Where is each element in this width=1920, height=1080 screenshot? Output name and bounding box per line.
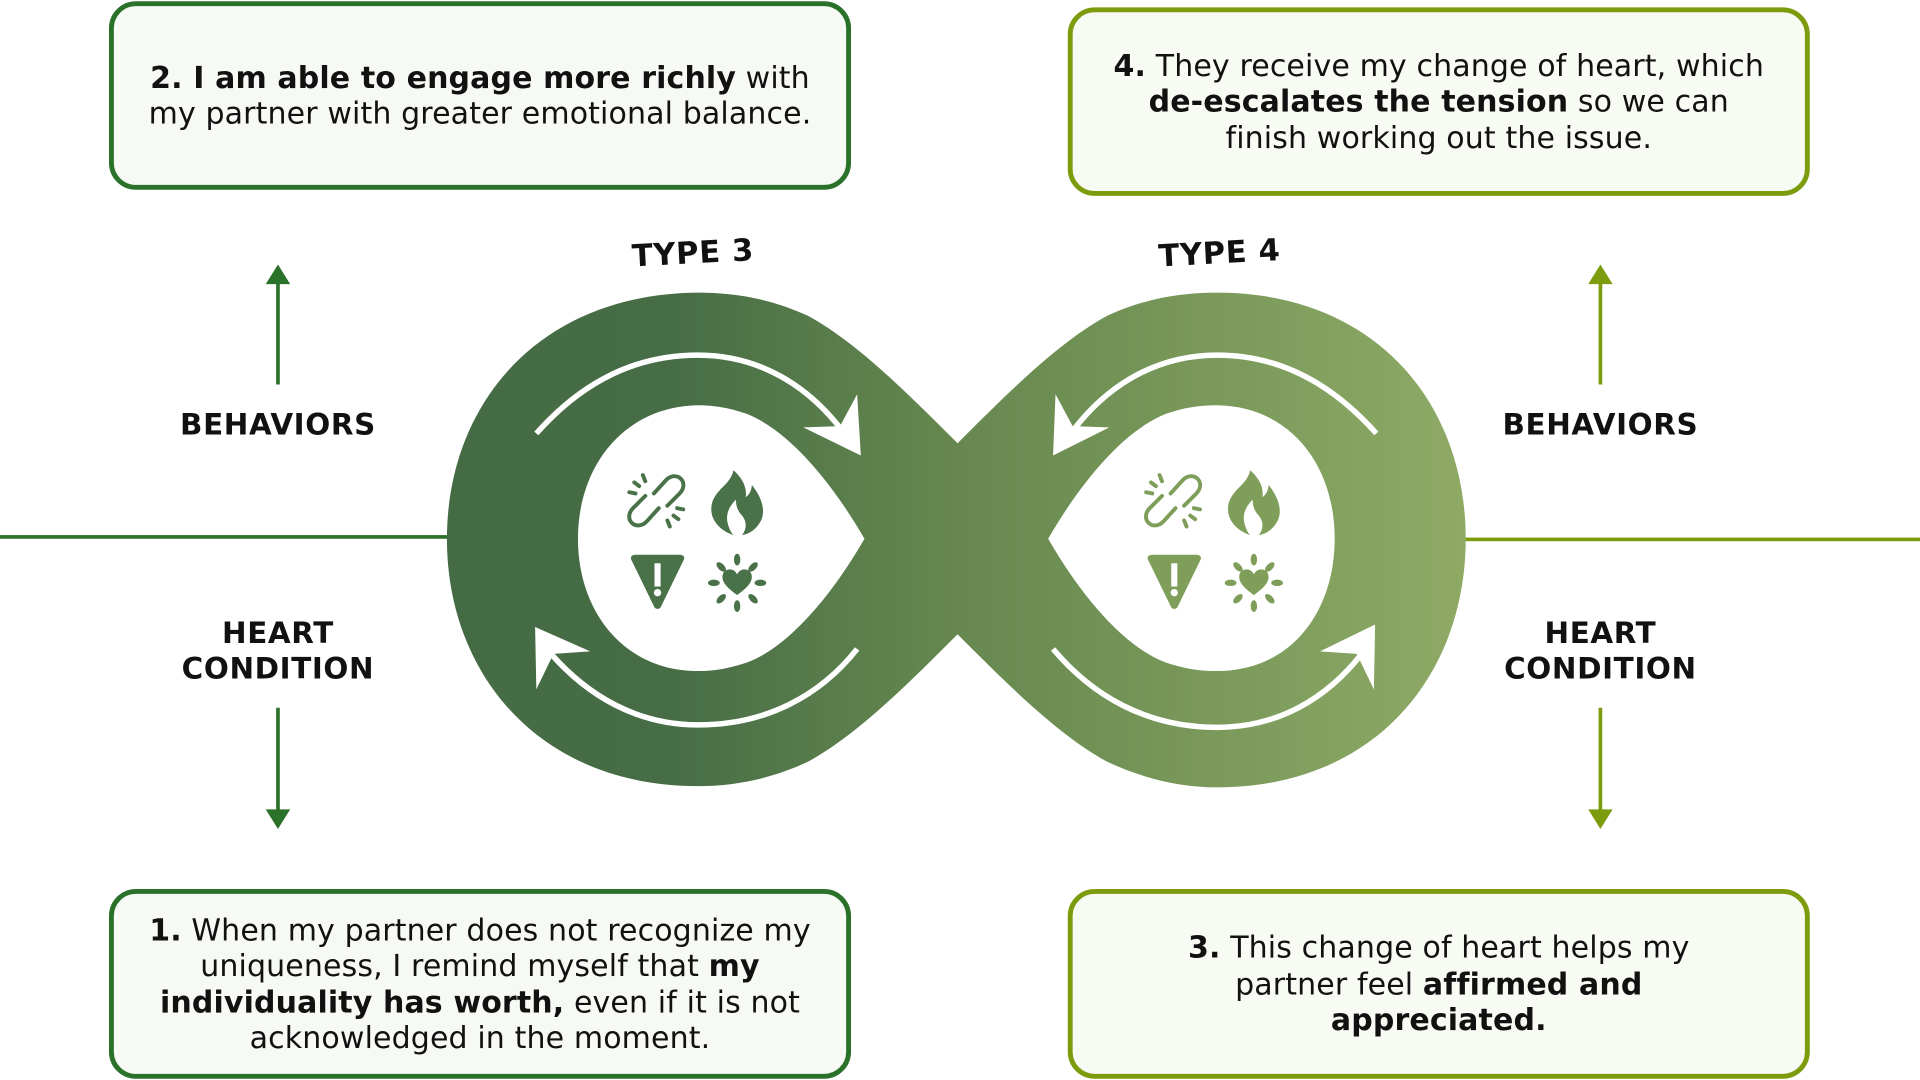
step-1-text: 1. When my partner does not recognize my… [148, 912, 812, 1056]
arrowhead-left-bottom [535, 626, 591, 690]
step-3-number: 3. [1188, 929, 1221, 966]
heart-condition-label-right: HEART CONDITION [1478, 616, 1723, 687]
step-4-box: 4. They receive my change of heart, whic… [1067, 7, 1810, 196]
step-3-lead: This change of heart helps my partner fe… [1220, 929, 1690, 1002]
heart-condition-line2: CONDITION [1504, 651, 1697, 686]
step-4-text: 4. They receive my change of heart, whic… [1107, 47, 1771, 155]
step-1-box: 1. When my partner does not recognize my… [108, 888, 852, 1079]
step-2-text: 2. I am able to engage more richly with … [148, 59, 812, 131]
step-3-text: 3. This change of heart helps my partner… [1107, 930, 1771, 1038]
broken-link-icon [627, 473, 686, 529]
divider-line-left [0, 535, 454, 539]
step-2-rest: with my partner with greater emotional b… [148, 59, 812, 132]
divider-line-right [1457, 537, 1920, 542]
step-4-rest: so we can finish working out the issue. [1225, 83, 1729, 156]
type-3-label: TYPE 3 [630, 231, 755, 274]
infinity-shape [446, 292, 1466, 788]
arrow-down-left [265, 707, 291, 829]
arrowhead-right-top [1053, 394, 1110, 456]
loop-arrow-right-top [1070, 352, 1379, 436]
arrow-up-right [1588, 264, 1613, 385]
flame-icon [711, 470, 764, 536]
step-1-rest: even if it is not acknowledged in the mo… [249, 983, 800, 1056]
arrowhead-left-top [803, 394, 861, 456]
heart-condition-line2: CONDITION [181, 651, 375, 686]
step-4-bold: de-escalates the tension [1148, 83, 1569, 120]
warning-icon [1147, 554, 1201, 609]
broken-link-icon [1144, 473, 1203, 529]
heart-condition-label-left: HEART CONDITION [156, 616, 401, 687]
behaviors-label-left: BEHAVIORS [180, 407, 376, 443]
radiant-heart-icon [1224, 553, 1284, 613]
step-1-lead: When my partner does not recognize my un… [181, 911, 811, 984]
radiant-heart-icon [708, 553, 767, 613]
loop-arrow-right-bottom [1050, 647, 1364, 731]
arrow-up-left [265, 264, 291, 385]
arrowhead-right-bottom [1320, 624, 1376, 690]
behaviors-label-right: BEHAVIORS [1502, 407, 1699, 443]
warning-icon [630, 554, 685, 609]
step-2-bold: I am able to engage more richly [182, 59, 737, 95]
loop-arrow-left-top [534, 352, 845, 436]
step-3-bold: affirmed and appreciated. [1330, 965, 1643, 1038]
heart-condition-line1: HEART [1544, 615, 1657, 651]
step-4-lead: They receive my change of heart, which [1146, 47, 1764, 83]
step-2-number: 2. [150, 59, 183, 95]
step-3-box: 3. This change of heart helps my partner… [1067, 888, 1810, 1079]
step-2-box: 2. I am able to engage more richly with … [108, 1, 852, 190]
step-4-number: 4. [1113, 47, 1147, 83]
arrow-down-right [1588, 707, 1613, 829]
loop-arrow-left-bottom [548, 647, 860, 728]
heart-condition-line1: HEART [222, 615, 334, 651]
step-1-bold: my individuality has worth, [160, 947, 760, 1020]
step-1-number: 1. [149, 911, 182, 948]
type-4-label: TYPE 4 [1157, 231, 1282, 274]
flame-icon [1228, 470, 1280, 536]
